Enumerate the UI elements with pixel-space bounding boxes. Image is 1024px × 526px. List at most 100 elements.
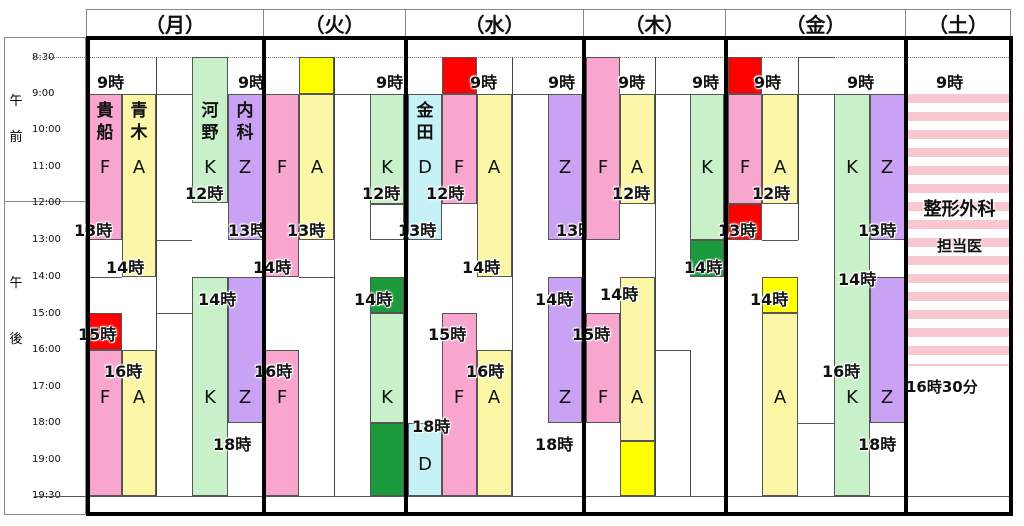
tue-letter-k-am: K <box>381 157 393 178</box>
tue-letter-f-am: F <box>276 157 288 178</box>
mon-letter-f-pm: F <box>99 387 111 408</box>
mon-doc-kifune-2: 船 <box>96 123 114 143</box>
wed-letter-d-am: D <box>418 157 432 178</box>
mon-letter-f-am: F <box>99 157 111 178</box>
fri-z-am <box>870 94 905 240</box>
wed-f-am <box>442 94 477 204</box>
mon-doc-naika-2: 科 <box>236 123 254 143</box>
tue-green-1400 <box>370 277 404 313</box>
wed-red-0830 <box>442 57 477 94</box>
tue-a-am <box>299 94 334 240</box>
time-1200: 12:00 <box>32 197 61 208</box>
thu-time-15: 15時 <box>572 325 611 344</box>
mon-time-14b: 14時 <box>198 290 237 309</box>
wed-time-14b: 14時 <box>535 290 574 309</box>
mon-letter-k-am: K <box>204 157 216 178</box>
wed-vline-a <box>512 57 513 496</box>
fri-letter-z-am: Z <box>880 157 894 178</box>
mon-time-18: 18時 <box>213 435 252 454</box>
pm-label-1: 午 <box>9 276 23 291</box>
fri-vline-a <box>798 57 799 240</box>
fri-letter-z-pm: Z <box>880 387 894 408</box>
mon-time-12: 12時 <box>185 184 224 203</box>
fri-letter-k-am: K <box>846 157 858 178</box>
thu-time-9a: 9時 <box>618 73 646 92</box>
divider-mon-left <box>86 37 90 515</box>
thu-a-am <box>620 94 655 204</box>
fri-letter-a-am: A <box>773 157 787 178</box>
fri-time-14a: 14時 <box>838 270 877 289</box>
fri-time-18: 18時 <box>858 435 897 454</box>
header-thu: （木） <box>584 9 726 37</box>
header-tue: （火） <box>264 9 406 37</box>
fri-letter-f-am: F <box>739 157 751 178</box>
divider-wed-thu <box>582 37 586 515</box>
fri-yellow-1400 <box>762 277 798 313</box>
mon-time-9b: 9時 <box>238 73 266 92</box>
fri-time-14b: 14時 <box>750 290 789 309</box>
wed-doc-kaneda-1: 金 <box>416 101 434 121</box>
mon-letter-a-am: A <box>132 157 146 178</box>
mon-letter-k-pm: K <box>204 387 216 408</box>
pm-label-2: 後 <box>9 332 23 347</box>
sat-time-1630: 16時30分 <box>906 378 978 396</box>
thu-f-pm <box>586 313 620 423</box>
tue-yellow-0830 <box>299 57 334 94</box>
tue-time-16: 16時 <box>254 362 293 381</box>
fri-z-pm <box>870 277 905 423</box>
thu-vline-a <box>690 350 691 496</box>
wed-time-18b: 18時 <box>535 435 574 454</box>
mon-time-15: 15時 <box>78 325 117 344</box>
thu-green-1300 <box>690 240 724 277</box>
wed-letter-f-am: F <box>453 157 465 178</box>
thu-letter-k-am: K <box>701 157 713 178</box>
time-1400: 14:00 <box>32 271 61 282</box>
wed-time-12: 12時 <box>426 184 465 203</box>
wed-letter-z-am: Z <box>558 157 572 178</box>
header-wed: （水） <box>406 9 584 37</box>
wed-time-9b: 9時 <box>548 73 576 92</box>
sat-time-9: 9時 <box>936 73 964 92</box>
thu-letter-a-pm: A <box>630 387 644 408</box>
mon-a-pm <box>122 350 156 496</box>
tue-blank-1200 <box>370 204 404 240</box>
tue-k-pm <box>370 313 404 423</box>
time-1600: 16:00 <box>32 344 61 355</box>
mon-doc-kawano-2: 野 <box>201 123 219 143</box>
wed-a-am <box>477 94 512 277</box>
fri-time-16: 16時 <box>822 362 861 381</box>
tue-time-12: 12時 <box>362 184 401 203</box>
tue-time-13: 13時 <box>287 221 326 240</box>
time-1900: 19:00 <box>32 454 61 465</box>
wed-z-pm <box>548 277 582 423</box>
time-rail <box>4 37 86 515</box>
thu-time-9b: 9時 <box>692 73 720 92</box>
fri-a-am <box>762 94 798 204</box>
mon-doc-kifune-1: 貴 <box>96 101 114 121</box>
tue-time-14a: 14時 <box>253 258 292 277</box>
am-label-1: 午 <box>9 94 23 109</box>
wed-d-pm <box>408 423 442 496</box>
sat-sub-label: 担当医 <box>936 237 982 255</box>
mon-letter-z-pm: Z <box>238 387 252 408</box>
noon-divider <box>4 201 86 202</box>
time-0900: 9:00 <box>32 88 55 99</box>
tue-letter-k-pm: K <box>381 387 393 408</box>
mon-time-14a: 14時 <box>106 258 145 277</box>
wed-letter-a-pm: A <box>487 387 501 408</box>
wed-time-9a: 9時 <box>470 73 498 92</box>
header-mon: （月） <box>86 9 264 37</box>
divider-tue-wed <box>404 37 408 515</box>
mon-vline-a <box>156 57 157 496</box>
wed-doc-kaneda-2: 田 <box>416 123 434 143</box>
tue-line-a <box>299 277 334 278</box>
time-1930: 19:30 <box>32 490 61 501</box>
grid-line-0830 <box>34 57 1011 58</box>
mon-line-a <box>156 240 192 241</box>
tue-time-14b: 14時 <box>354 290 393 309</box>
mon-doc-aoki-1: 青 <box>130 101 148 121</box>
thu-time-14a: 14時 <box>684 258 723 277</box>
thu-letter-f-am: F <box>597 157 609 178</box>
grid-line-1930 <box>34 496 1011 497</box>
wed-z-am <box>548 94 582 240</box>
